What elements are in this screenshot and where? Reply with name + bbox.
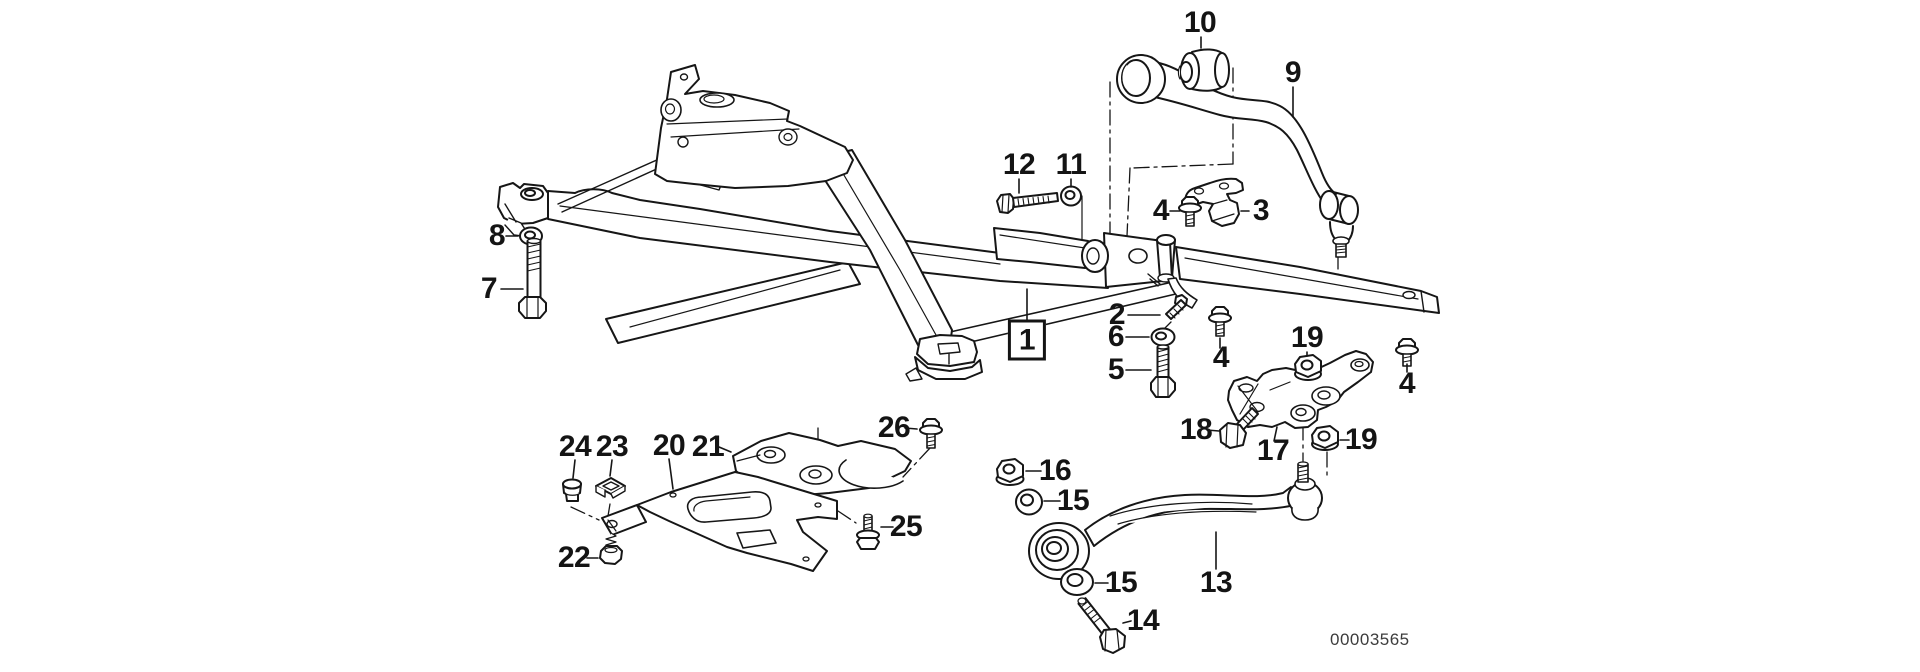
callout-8: 8 [488,219,506,252]
bolt-7 [518,237,547,319]
callout-10: 10 [1183,6,1217,39]
screw-25 [856,513,880,550]
callout-6: 6 [1107,320,1125,353]
leader-lines [500,36,1408,624]
callout-9: 9 [1284,56,1302,89]
callout-21: 21 [691,430,725,463]
screw-22 [599,532,623,565]
callout-3: 3 [1252,194,1270,227]
cover-plate-rear [732,432,912,497]
washer-15-b [1060,568,1094,596]
screw-4-c [1395,338,1419,367]
callout-7: 7 [480,272,498,305]
washer-11 [1060,185,1082,207]
callout-22: 22 [557,541,591,574]
screw-26 [919,418,943,449]
lower-wishbone [1028,461,1323,580]
bolt-14 [1077,597,1126,654]
callout-15-a: 15 [1056,484,1090,517]
callout-24: 24 [558,430,592,463]
clamp-bracket [1184,177,1244,227]
bolt-18 [1219,407,1259,449]
washer-6 [1150,327,1176,347]
callout-20: 20 [652,429,686,462]
bolt-5 [1150,344,1176,398]
callout-5: 5 [1107,353,1125,386]
front-axle-carrier [497,64,1440,382]
support-bracket [1227,350,1374,429]
callout-15-b: 15 [1104,566,1138,599]
screw-4-a [1178,196,1202,227]
callout-19-b: 19 [1344,423,1378,456]
control-arm-bushing [1177,48,1230,92]
callout-23: 23 [595,430,629,463]
callout-13: 13 [1199,566,1233,599]
nut-19-a [1294,354,1322,381]
clip-nut-23 [595,477,626,499]
callout-1-boxed: 1 [1007,319,1047,361]
doc-number: 00003565 [1330,630,1410,649]
callout-26: 26 [877,411,911,444]
callout-18: 18 [1179,413,1213,446]
callout-4-b: 4 [1212,341,1230,374]
cover-plate-front [601,471,838,572]
plug-24 [562,478,582,502]
callout-4-a: 4 [1152,194,1170,227]
stud-2 [1165,294,1188,320]
callout-16: 16 [1038,454,1072,487]
washer-15-a [1015,488,1043,516]
nut-16 [995,458,1025,486]
callout-14: 14 [1126,604,1160,637]
callout-19-a: 19 [1290,321,1324,354]
callout-2: 2 [1108,298,1126,331]
nut-19-b [1311,425,1339,451]
callout-4-c: 4 [1398,367,1416,400]
upper-wishbone [1116,54,1359,258]
callout-12: 12 [1002,148,1036,181]
screw-4-b [1208,306,1232,337]
callout-25: 25 [889,510,923,543]
callout-11: 11 [1055,148,1087,181]
bolt-12 [996,192,1059,214]
callout-17: 17 [1256,434,1290,467]
